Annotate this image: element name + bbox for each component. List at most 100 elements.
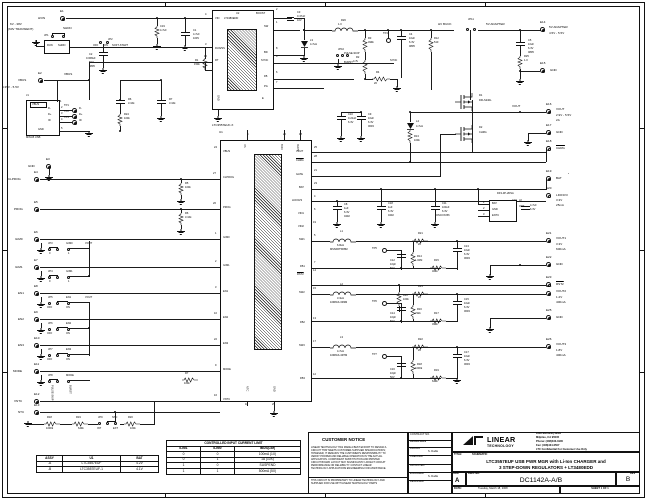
testpoint-tp2[interactable]	[72, 114, 77, 119]
component-ref-c5: C5	[528, 39, 532, 42]
terminal-e26-vout3[interactable]	[546, 344, 551, 349]
terminal-e22-gnd[interactable]	[546, 262, 551, 267]
component-ref-r20: R20	[403, 294, 408, 297]
testpoint-tp6[interactable]	[382, 301, 387, 306]
terminal-e23-rst2[interactable]	[546, 282, 552, 288]
component-rating-c17: 6.3V	[464, 359, 470, 362]
terminal-e25-gnd[interactable]	[546, 315, 551, 320]
terminal-e5-prog[interactable]	[34, 207, 39, 212]
wire-e17-gnd-v	[528, 133, 529, 141]
vbus-range-note: 4.35V - 5.5V	[2, 85, 19, 89]
terminal-e11-mode[interactable]	[34, 369, 39, 374]
testpoint-tp7[interactable]	[382, 354, 387, 359]
terminal-e16-vout[interactable]	[546, 109, 551, 114]
component-value-d2: 4.7uH	[416, 125, 424, 128]
terminal-e21-vout1[interactable]	[546, 238, 551, 243]
terminal-e10-en3[interactable]	[34, 343, 39, 348]
jumper-shunt-jp7[interactable]	[48, 353, 76, 359]
terminal-e17-gnd[interactable]	[546, 130, 551, 135]
testpoint-ref-tp6: TP6	[372, 300, 377, 303]
capacitor-c6	[115, 100, 126, 106]
component-pkg-c13: 0603	[464, 257, 470, 260]
ilim-table-title: CONTROLLED INPUT CURRENT LIMIT	[166, 440, 301, 447]
wire-u2-boost	[274, 18, 292, 19]
component-value-r16: 232k	[415, 312, 421, 315]
notice-line-1: CIRCUIT THAT MEETS CUSTOMER-SUPPLIED SPE…	[311, 448, 386, 452]
logo-block	[452, 432, 640, 452]
testpoint-net-dm: D-	[79, 107, 82, 110]
resistor-r19	[430, 375, 446, 381]
wire-r26-gnd	[520, 69, 521, 79]
terminal-e9-en2[interactable]	[34, 317, 39, 322]
ground-symbol	[431, 222, 439, 228]
u1-pinnum-clprog: 27	[213, 172, 216, 175]
capacitor-c2	[98, 52, 109, 58]
inductor-l2	[330, 237, 356, 246]
capacitor-c4	[396, 36, 407, 42]
terminal-label-e17-gnd: GND	[556, 130, 563, 134]
terminal-e12-vntc[interactable]	[34, 399, 39, 404]
terminal-e7-ilim1[interactable]	[34, 265, 39, 270]
ground-symbol	[270, 411, 278, 417]
u1-pin-vout: VOUT	[296, 150, 304, 153]
testpoint-tp5[interactable]	[382, 248, 387, 253]
terminal-e13-ntc[interactable]	[34, 410, 39, 415]
terminal-ref-e7: E7	[34, 258, 38, 262]
approvals-row-label-3: ENGINEER	[410, 472, 424, 475]
terminal-e20-ldo3v3[interactable]	[546, 193, 552, 199]
wire-r10-jp9	[88, 424, 98, 425]
testpoint-tp3[interactable]	[72, 120, 77, 125]
terminal-ref-e25: E25	[546, 308, 552, 312]
testpoint-tp1[interactable]	[72, 108, 77, 113]
diode-d1	[300, 40, 309, 49]
wire-l1-out	[358, 30, 394, 31]
ilim-table-row: 1 1 500mA (5X)	[166, 468, 301, 475]
terminal-e6-ilim0[interactable]	[34, 237, 39, 242]
component-value-r8: 100k	[184, 382, 190, 385]
wire-r14-top	[413, 241, 414, 252]
terminal-e3-gnd[interactable]	[46, 164, 51, 169]
dwgno-label: DWG NO.	[468, 472, 480, 475]
u1-pinnum-gate: 21	[314, 169, 317, 172]
wire-fb2	[312, 321, 401, 322]
jumper-shunt-jp1[interactable]	[51, 33, 67, 39]
wire-c10-c9	[341, 112, 361, 113]
jumper-shunt-jp10[interactable]	[336, 53, 350, 59]
u2-pin-pg: PG	[264, 85, 268, 88]
terminal-ref-e14: E14	[540, 20, 546, 24]
terminal-e2-vbus[interactable]	[38, 78, 43, 83]
jumper-shunt-jp9[interactable]	[98, 421, 120, 427]
u2-pin-e: E	[262, 97, 264, 100]
jumper-shunt-jp2[interactable]	[99, 39, 111, 45]
j1-pin-label-id: ID	[48, 119, 51, 122]
u1-pinnum-sw1: 5	[314, 234, 316, 237]
terminal-e8-en1[interactable]	[34, 291, 39, 296]
ground-symbol	[333, 222, 341, 228]
terminal-e4-clprog[interactable]	[34, 177, 39, 182]
component-value-r4: 499k	[368, 41, 374, 44]
wire-e3-gnd	[49, 169, 50, 175]
testpoint-tp4[interactable]	[386, 38, 391, 43]
component-ref-r26: R25	[524, 55, 529, 58]
terminal-label-vbus: VBUS	[18, 78, 27, 82]
jumper-shunt-jp11[interactable]	[466, 28, 478, 33]
connector-ref-j1: J1	[26, 94, 29, 97]
jp5-option-off: OFF	[47, 306, 53, 309]
junction-dot	[456, 346, 459, 349]
zone-tick	[485, 2, 486, 6]
terminal-e14-5v-adapter[interactable]	[540, 27, 545, 32]
component-ref-c11: C11	[442, 202, 447, 205]
terminal-e24-vout2[interactable]	[546, 291, 551, 296]
terminal-label-e20-ldo3v3: LDO3V3	[556, 193, 568, 197]
jumper-box-jp1[interactable]	[44, 40, 70, 54]
terminal-e1-hvin[interactable]	[60, 16, 65, 21]
terminal-e15-gnd[interactable]	[540, 68, 545, 73]
component-value-c3: 0.47uF	[297, 15, 306, 18]
component-ref-r4: R3	[368, 37, 372, 40]
j1-pinnum-5: 5	[61, 127, 63, 130]
customer-notice-title: CUSTOMER NOTICE	[322, 437, 366, 442]
u2-pin-bd: BD	[264, 51, 268, 54]
terminal-ref-e6: E6	[34, 230, 38, 234]
jumper-ref-jp1: JP1	[44, 34, 49, 37]
ground-symbol	[24, 421, 32, 427]
